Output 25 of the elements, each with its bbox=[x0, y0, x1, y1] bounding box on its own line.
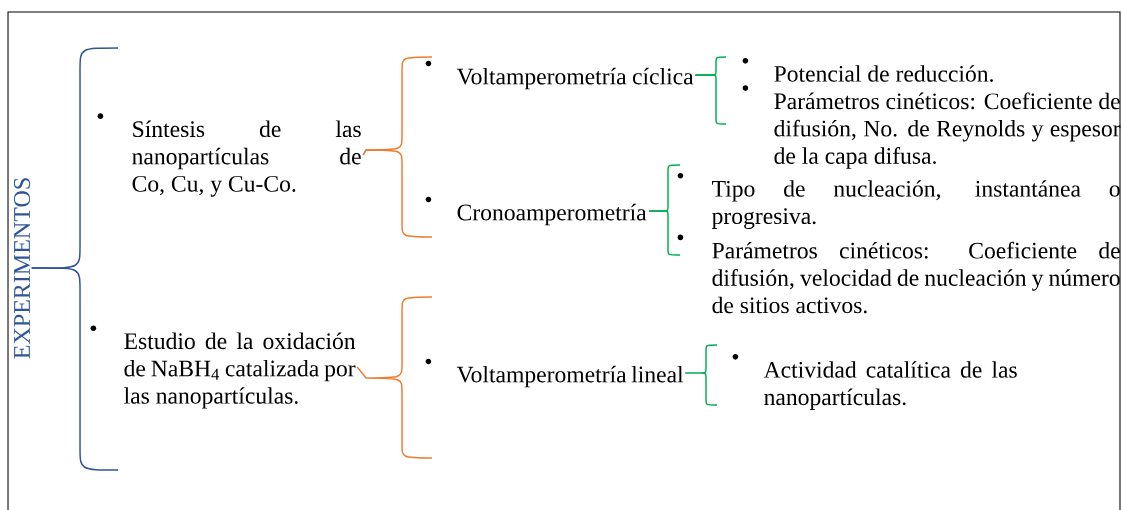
bullet-item: Estudio de la oxidación de NaBH$_{4}$ catalizada por las nanopartículas. bbox=[90, 325, 356, 409]
bullet-item: Actividad catalítica de las nanopartículas. bbox=[732, 354, 1017, 410]
node-label: Voltamperometría lineal bbox=[456, 365, 684, 388]
vertical-heading: EXPERIMENTOS bbox=[13, 178, 31, 359]
node-label: Voltamperometría cíclica bbox=[456, 67, 694, 90]
node-label: Actividad catalítica de las nanopartículas. bbox=[763, 361, 1017, 410]
bullet-item: Potencial de reducción. bbox=[742, 58, 993, 82]
curly-brace bbox=[30, 267, 119, 471]
bullet-item: Voltamperometría cíclica bbox=[425, 60, 694, 90]
node-label: Parámetros cinéticos: Coeficiente de difusión, velocidad de nucleación y número de sitios activos. bbox=[712, 241, 1120, 314]
curly-brace bbox=[684, 344, 718, 406]
node-label: Cronoamperometría bbox=[457, 203, 647, 226]
bullet-item: Cronoamperometría bbox=[425, 196, 647, 226]
curly-brace bbox=[362, 149, 433, 238]
node-label: Síntesis de las nanopartículas de Co, Cu, y Cu-Co. bbox=[132, 120, 361, 197]
bullet-item: Tipo de nucleación, instantánea o progresiva. bbox=[677, 173, 1120, 229]
curly-brace bbox=[356, 296, 433, 459]
node-label: Estudio de la oxidación de NaBH$_{4}$ catalizada por las nanopartículas. bbox=[124, 332, 356, 409]
node-label: Tipo de nucleación, instantánea o progresiva. bbox=[711, 180, 1120, 229]
bullet-item: Parámetros cinéticos: Coeficiente de difusión, velocidad de nucleación y número de sitios activos. bbox=[677, 234, 1120, 314]
node-label: Potencial de reducción. bbox=[774, 65, 993, 82]
bullet-item: Parámetros cinéticos: Coeficiente de difusión, No. de Reynolds y espesor de la capa difusa. bbox=[742, 85, 1121, 169]
bullet-item: Síntesis de las nanopartículas de Co, Cu, y Cu-Co. bbox=[97, 113, 361, 197]
bullet-item: Voltamperometría lineal bbox=[425, 358, 684, 388]
node-label: Parámetros cinéticos: Coeficiente de difusión, No. de Reynolds y espesor de la capa difusa. bbox=[774, 92, 1121, 169]
